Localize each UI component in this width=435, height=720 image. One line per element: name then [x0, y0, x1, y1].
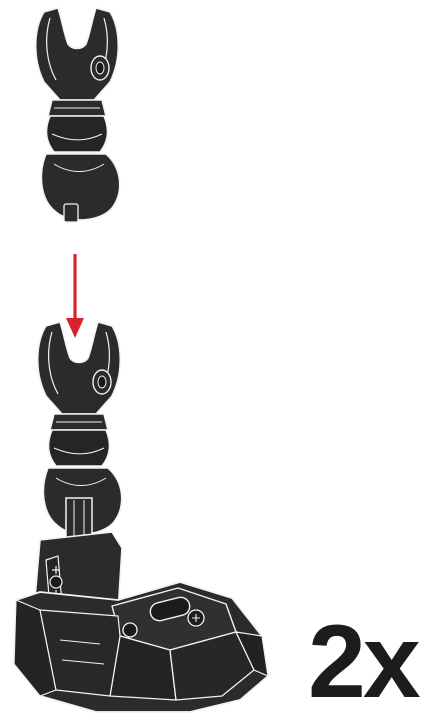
stand-base	[14, 532, 268, 712]
quantity-label: 2x	[308, 610, 418, 714]
upper-connector-part	[36, 8, 120, 222]
down-arrow-icon	[66, 254, 84, 338]
stand-rod	[66, 498, 92, 540]
